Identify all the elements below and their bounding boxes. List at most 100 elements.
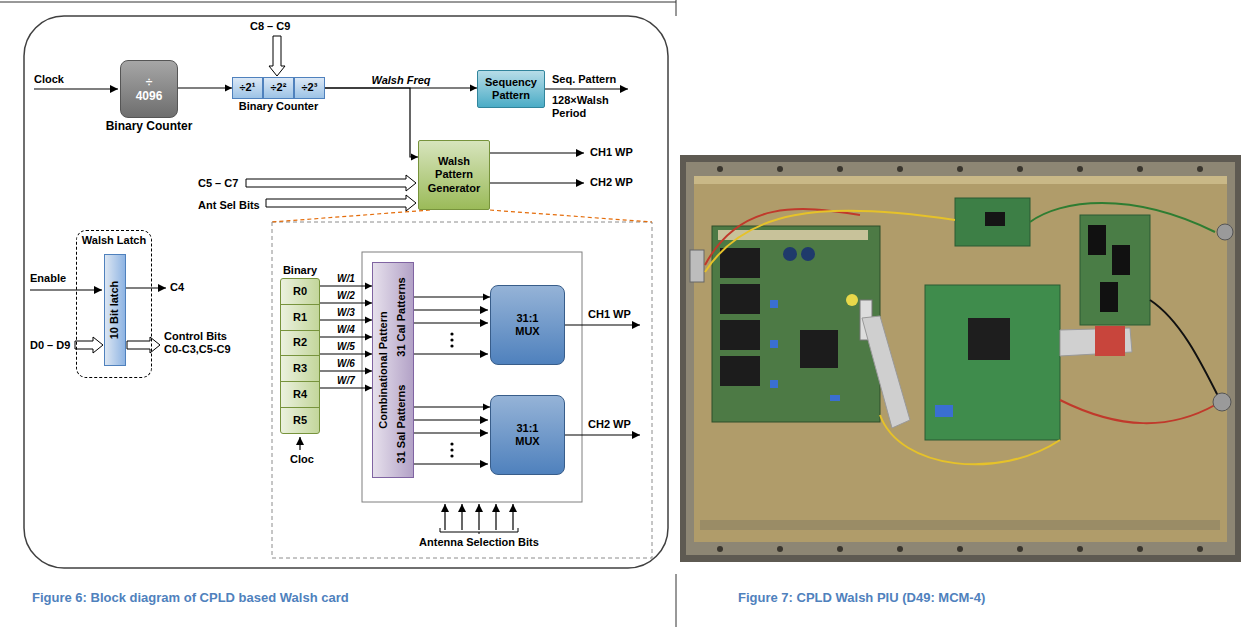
board-photo xyxy=(770,340,778,348)
connector xyxy=(320,285,372,286)
signal-arrow xyxy=(461,504,462,530)
connector xyxy=(325,88,418,157)
board-photo xyxy=(777,166,783,172)
signal-arrow xyxy=(126,287,166,288)
figure-frame xyxy=(24,16,668,568)
mux-box: 31:1 MUX xyxy=(490,285,565,365)
board-photo xyxy=(717,546,723,552)
board-photo xyxy=(694,176,1227,184)
board-photo xyxy=(1030,203,1215,232)
bus-arrow xyxy=(127,337,160,353)
board-photo xyxy=(694,176,1227,542)
page-rules xyxy=(676,0,677,16)
zoom-leader xyxy=(272,210,430,222)
bracket xyxy=(440,528,518,534)
signal-arrow xyxy=(414,322,488,323)
signal-label: Ant Sel Bits xyxy=(198,199,260,212)
heading: Walsh Latch xyxy=(82,234,146,247)
node-text: Sequency Pattern xyxy=(481,76,541,102)
board-photo xyxy=(770,300,840,401)
ellipsis-dots xyxy=(450,332,453,457)
board-photo xyxy=(837,166,843,172)
edge-label: W/4 xyxy=(336,324,356,336)
board-photo xyxy=(1100,282,1118,312)
board-photo xyxy=(935,405,953,417)
edge-label: W/1 xyxy=(336,273,356,285)
board-photo xyxy=(880,415,1060,464)
board-photo xyxy=(712,226,880,422)
board-photo xyxy=(680,155,1241,562)
signal-arrow xyxy=(414,309,488,310)
page-rules xyxy=(0,0,676,627)
board-photo xyxy=(680,155,1241,562)
latch-box: 10 Bit latch xyxy=(104,254,126,366)
node-text: 31:1 MUX xyxy=(515,422,539,448)
connector xyxy=(320,387,372,388)
signal-arrow xyxy=(545,88,628,89)
board-photo xyxy=(925,285,1060,440)
pattern-box: Combinational Pattern31 Cal Patterns31 S… xyxy=(372,262,414,478)
ellipsis-dots xyxy=(450,344,453,347)
signal-label: Antenna Selection Bits xyxy=(419,536,539,549)
generator-box: Walsh Pattern Generator xyxy=(418,140,490,210)
board-photo xyxy=(1095,326,1125,356)
signal-arrow xyxy=(565,434,640,435)
board-photo xyxy=(1150,300,1220,400)
board-photo xyxy=(720,356,760,386)
board-photo xyxy=(830,395,840,401)
process-box: Sequency Pattern xyxy=(477,70,545,108)
connector xyxy=(320,370,372,371)
caption: Figure 7: CPLD Walsh PIU (D49: MCM-4) xyxy=(738,590,985,606)
board-photo xyxy=(897,546,903,552)
rotated-text: 31 Sal Patterns xyxy=(395,384,408,463)
ellipsis-dots xyxy=(450,338,453,341)
board-photo xyxy=(1088,225,1130,312)
signal-label: Control Bits C0-C3,C5-C9 xyxy=(164,330,244,356)
signal-label: Clock xyxy=(34,73,64,86)
signal-arrow xyxy=(414,419,488,420)
connector xyxy=(320,302,372,303)
inner-box xyxy=(362,252,582,502)
board-photo xyxy=(1080,215,1150,325)
signal-arrow xyxy=(490,152,584,153)
signal-label: C5 – C7 xyxy=(198,177,238,190)
board-photo xyxy=(968,318,1010,360)
board-photo xyxy=(1217,224,1233,240)
divider-box: ÷ 4096Binary Counter xyxy=(120,60,178,118)
board-photo xyxy=(1197,166,1203,172)
board-photo xyxy=(1213,393,1231,411)
signal-label: Cloc xyxy=(290,453,314,466)
latch-group: Walsh Latch 10 Bit latch xyxy=(76,230,152,378)
page-rules xyxy=(0,2,676,3)
edge-label: W/6 xyxy=(336,358,356,370)
board-photo xyxy=(1197,546,1203,552)
bus-arrow xyxy=(75,337,103,353)
node-text: 31:1 MUX xyxy=(515,312,539,338)
rotated-text: 31 Cal Patterns xyxy=(395,277,408,356)
board-photo xyxy=(837,546,843,552)
board-photo xyxy=(862,316,910,428)
board-photo xyxy=(700,520,1220,530)
signal-label: Seq. Pattern xyxy=(552,73,616,86)
connector xyxy=(320,319,372,320)
rotated-text: 10 Bit latch xyxy=(108,281,121,340)
register-cell: R3 xyxy=(281,356,319,382)
signal-arrow xyxy=(478,504,479,530)
register-cell: R0 xyxy=(281,279,319,305)
signal-arrow xyxy=(444,504,445,530)
board-photo xyxy=(705,211,955,272)
edge-label: W/7 xyxy=(336,375,356,387)
signal-arrow xyxy=(490,182,584,183)
signal-arrow xyxy=(512,504,513,530)
board-photo xyxy=(690,250,704,282)
board-photo xyxy=(686,162,1235,555)
board-photo xyxy=(1088,225,1106,255)
signal-arrow xyxy=(414,463,488,464)
register-cell: R5 xyxy=(281,408,319,433)
zoom-leader xyxy=(272,210,652,222)
counter-stage: ÷2³ xyxy=(294,77,325,99)
register-cell: R2 xyxy=(281,331,319,357)
zoom-leader xyxy=(490,210,652,222)
register-cell: R4 xyxy=(281,382,319,408)
bus-arrow xyxy=(75,36,416,353)
